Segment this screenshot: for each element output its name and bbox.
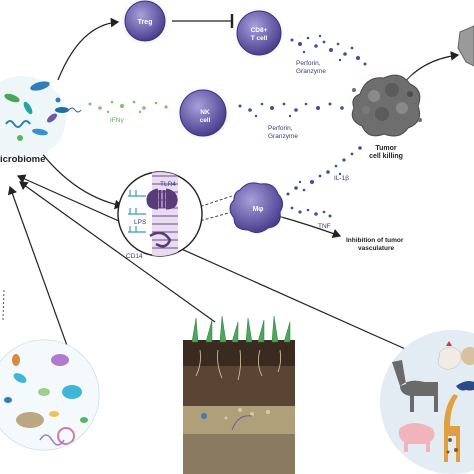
arrow-microbiome-to-treg: [57, 17, 120, 81]
treg-label: Treg: [138, 19, 153, 26]
tlr4-receptor: [146, 188, 178, 210]
macrophage-label: Mφ: [253, 206, 264, 213]
protist-orange: [12, 354, 20, 366]
bedrock-layer: [183, 434, 295, 474]
treg-cell: Treg: [118, 0, 172, 48]
arrow-soil-to-microbiome: [19, 181, 216, 323]
lps-stalks: [128, 190, 146, 233]
dashed-left-edge: [2, 289, 5, 321]
perforin-dots-top: [290, 34, 367, 66]
environment-microbes-circle: [0, 339, 100, 451]
membrane-band: [152, 172, 178, 256]
bird-icon: [456, 381, 474, 391]
perforin-top-label-2: Granzyme: [296, 68, 326, 75]
macrophage-body: [229, 182, 284, 234]
cd8-label-line1: CD8+: [251, 27, 268, 34]
protist-blue: [62, 385, 82, 399]
pig-icon: [398, 423, 435, 452]
tumor-mass: [351, 74, 421, 137]
corner-organism: [457, 25, 474, 67]
microbiome-label: icrobiome: [0, 154, 45, 165]
inhibition-label-1: Inhibition of tumor: [346, 237, 404, 244]
cd8-t-cell: CD8+ T cell: [231, 5, 287, 61]
dog-icon: [461, 347, 474, 365]
bacterium-blue: [30, 81, 50, 91]
bacterium-blue-2: [32, 128, 48, 136]
receptor-zoom-circle: TLR4 LPS CD14: [117, 171, 203, 260]
bacterium-spiral: [5, 120, 31, 128]
perforin-mid-label-2: Granzyme: [268, 133, 298, 140]
ifn-label: IFNγ: [110, 117, 124, 124]
nk-label-line1: NK: [200, 109, 210, 116]
protist-cyan: [13, 373, 27, 383]
tumor-label-2: cell killing: [369, 153, 403, 160]
lps-label: LPS: [134, 219, 147, 226]
il1b-label: IL-1β: [334, 175, 349, 182]
cd8-label-line2: T cell: [251, 35, 268, 42]
cd14-receptor: [149, 231, 172, 248]
protist-purple: [51, 354, 69, 366]
grass-blades: [191, 315, 291, 343]
arrow-inhibition: [277, 215, 342, 239]
tnf-label: TNF: [318, 223, 331, 230]
inhibition-label-2: vasculature: [358, 245, 395, 252]
coccus-blue: [55, 97, 61, 103]
coccus-green: [17, 135, 23, 141]
bacterium-teal: [23, 101, 33, 115]
tlr4-label: TLR4: [160, 181, 176, 188]
soil-cross-section: [183, 340, 295, 474]
bacterium-purple: [47, 113, 57, 123]
roots: [195, 349, 282, 381]
bacterium-flagellated: [55, 107, 69, 113]
il1b-dots: [286, 146, 362, 196]
topsoil: [183, 340, 295, 366]
tardigrade: [16, 412, 44, 428]
filaments: [39, 434, 65, 446]
bacterium-green: [4, 93, 20, 103]
donkey-icon: [392, 360, 438, 412]
fungi: [224, 408, 270, 420]
perforin-dots-mid: [238, 102, 344, 118]
nk-label-line2: cell: [200, 117, 211, 124]
tnf-dots: [290, 206, 332, 218]
radiolarian: [57, 427, 75, 445]
gut-microbiome-cluster: icrobiome: [0, 76, 82, 165]
nk-cell: NK cell: [173, 83, 233, 143]
perforin-mid-label-1: Perforin,: [268, 125, 293, 132]
tumor-label-1: Tumor: [375, 145, 397, 152]
animals-circle: [380, 330, 474, 474]
cd14-label: CD14: [126, 253, 143, 260]
ifn-dots: [88, 100, 168, 114]
arrow-animals-to-microbiome: [16, 174, 413, 353]
giraffe-icon: [444, 394, 460, 462]
tumor-cell-cluster: Tumor cell killing: [343, 59, 431, 160]
subsoil: [183, 366, 295, 406]
macrophage: Mφ: [227, 177, 287, 237]
perforin-top-label-1: Perforin,: [296, 60, 321, 67]
chicken-icon: [437, 346, 462, 370]
